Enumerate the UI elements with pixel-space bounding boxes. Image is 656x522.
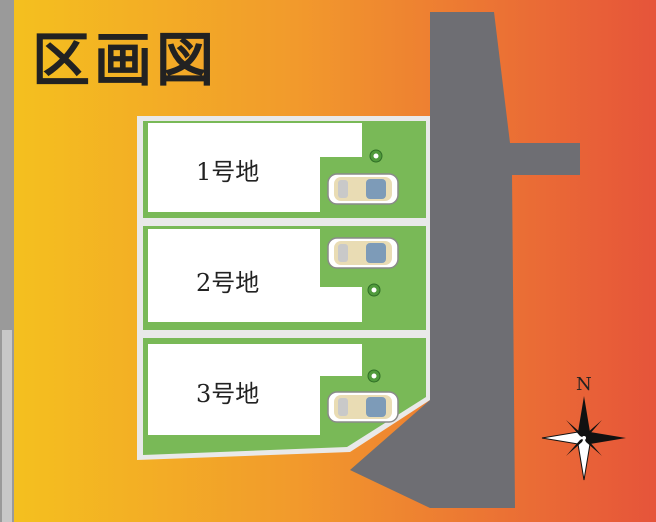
car-icon xyxy=(327,237,399,269)
lot-2-building xyxy=(148,229,362,322)
car-icon xyxy=(327,391,399,423)
lot-3-label: 3号地 xyxy=(196,380,259,408)
lot-divider-1 xyxy=(137,218,430,226)
compass-north-label: N xyxy=(576,374,592,395)
lot-2-label: 2号地 xyxy=(196,269,259,297)
car-icon xyxy=(327,173,399,205)
tree-icon xyxy=(367,369,381,383)
page-title: 区画図 xyxy=(32,26,218,94)
lot-divider-2 xyxy=(137,330,430,338)
left-edge-strip-light xyxy=(2,330,12,522)
compass-rose-icon xyxy=(541,396,626,481)
lot-1-label: 1号地 xyxy=(196,158,259,186)
road xyxy=(350,12,580,508)
tree-icon xyxy=(369,149,383,163)
tree-icon xyxy=(367,283,381,297)
lot-1-building xyxy=(148,123,362,212)
lot-3-building xyxy=(148,344,362,435)
